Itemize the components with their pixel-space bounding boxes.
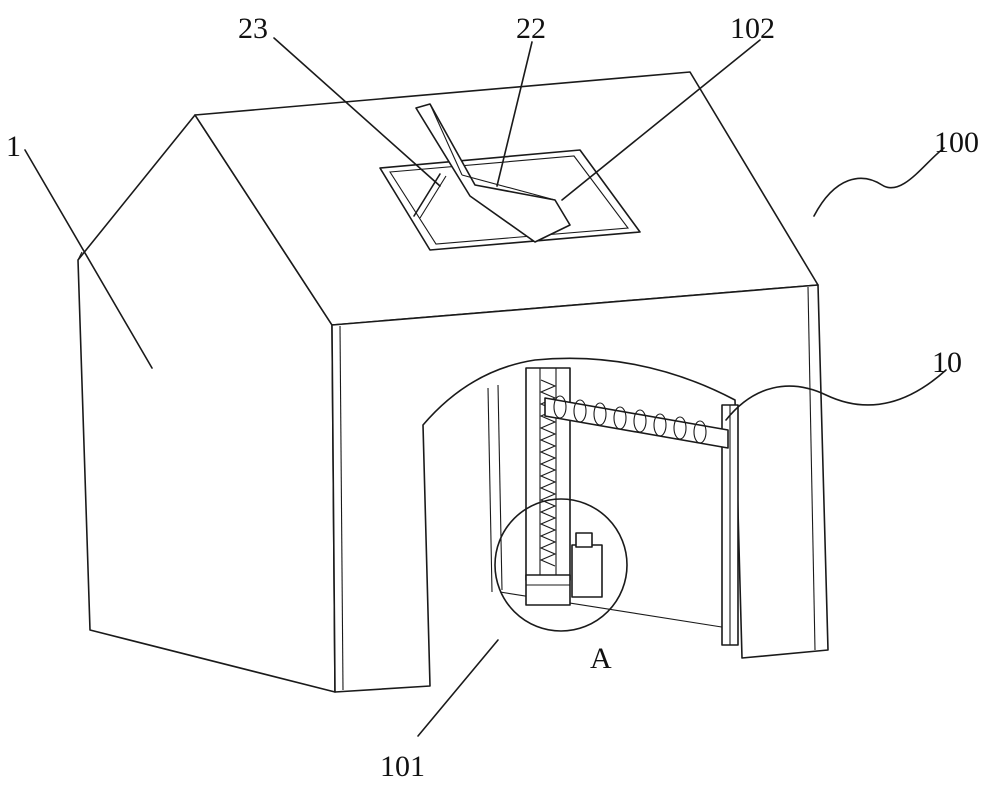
roller-beam — [544, 397, 729, 449]
interior-mechanism — [487, 367, 739, 646]
label-1: 1 — [6, 130, 21, 163]
label-22: 22 — [516, 12, 546, 45]
leader-102 — [561, 39, 761, 201]
label-10: 10 — [932, 346, 962, 379]
flap-edge — [429, 103, 463, 176]
back-wall-left — [487, 387, 493, 593]
label-102: 102 — [730, 12, 775, 45]
leader-1 — [24, 149, 153, 369]
support-strut-2 — [419, 175, 447, 219]
label-101: 101 — [380, 750, 425, 783]
motor-housing — [571, 544, 603, 598]
label-100: 100 — [934, 126, 979, 159]
leader-lines — [24, 37, 947, 737]
leader-22 — [496, 41, 533, 187]
back-wall-left-2 — [497, 384, 503, 591]
motor-cap — [575, 532, 593, 548]
leader-101 — [417, 639, 499, 737]
leader-10 — [725, 369, 947, 421]
flap-edge-2 — [461, 174, 556, 201]
reference-labels: 1 23 22 102 100 10 A 101 — [6, 12, 979, 783]
roller-set — [553, 395, 707, 444]
front-wall — [331, 284, 829, 693]
label-a: A — [590, 642, 612, 675]
leader-23 — [273, 37, 441, 187]
support-strut — [413, 173, 441, 217]
right-wall-edge — [807, 286, 816, 651]
leader-100 — [813, 147, 945, 217]
roof-opening — [379, 103, 641, 251]
base-block — [525, 574, 571, 606]
detail-circle-a — [494, 498, 628, 632]
roof-opening-inner — [389, 155, 630, 245]
opening-sidewall-left — [379, 167, 393, 189]
flap-plate — [415, 103, 571, 243]
building — [77, 71, 829, 693]
label-23: 23 — [238, 12, 268, 45]
gable-edge — [77, 251, 83, 261]
front-wall-edge — [339, 325, 344, 691]
